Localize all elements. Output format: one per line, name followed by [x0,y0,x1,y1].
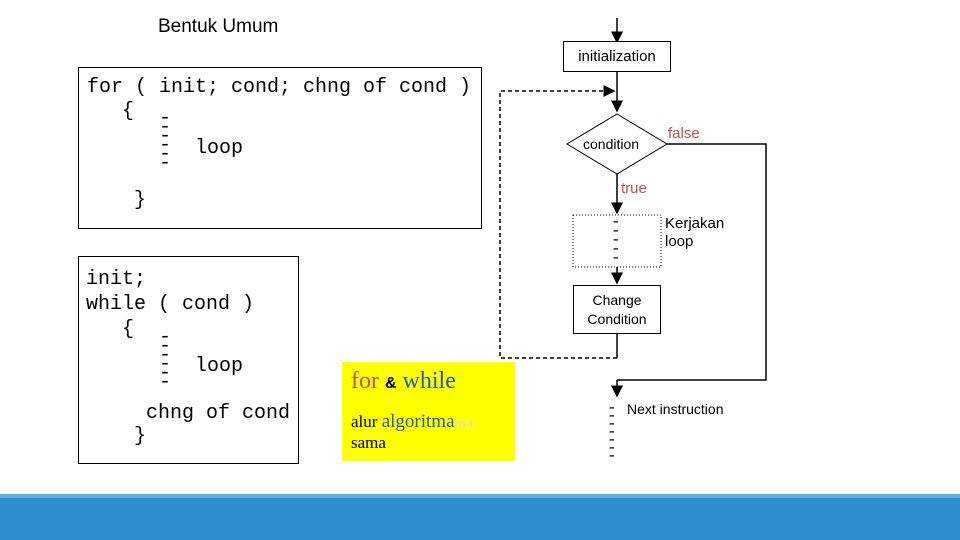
while-loop-label: loop [195,355,244,378]
kerjakan-label: Kerjakan loop [665,215,724,251]
note-for: for [351,368,379,394]
change-condition-box: Change Condition [573,285,661,334]
initialization-box: initialization [563,41,671,72]
note-while: while [402,368,456,394]
false-label: false [668,125,700,142]
note-sama: sama [351,433,386,452]
while-chng: chng of cond [146,402,291,425]
while-init: init; [86,268,147,291]
while-code-box: init; while ( cond ) { - - - - - - loop … [78,256,299,464]
condition-label: condition [583,136,640,152]
while-open-brace: { [122,318,135,341]
next-instruction-label: Next instruction [627,401,724,417]
note-algoritma: algoritma [381,411,455,432]
next-dashes: - - - - - - - [607,399,617,465]
while-close-brace: } [134,425,147,448]
loop-body-dashes: - - - - - [611,213,621,267]
kerjakan-line1: Kerjakan [665,215,725,232]
note-body: alur algoritmanya sama [351,412,511,453]
false-path-line [617,143,767,381]
bottom-bar [0,498,960,540]
change-line2: Condition [587,310,647,327]
change-line1: Change [592,291,642,308]
page-title: Bentuk Umum [158,16,279,37]
loop-back-line [499,90,617,359]
note-nya: nya [454,415,474,430]
highlight-note: for & while alur algoritmanya sama [342,362,515,461]
note-alur: alur [351,412,378,431]
for-header: for ( init; cond; chng of cond ) [87,76,472,99]
for-open-brace: { [122,100,135,123]
bottom-bar-accent [0,494,960,498]
while-header: while ( cond ) [86,293,255,316]
for-loop-label: loop [195,137,244,160]
kerjakan-line2: loop [665,233,694,250]
true-label: true [621,180,647,197]
for-close-brace: } [134,189,147,212]
note-title: for & while [351,368,456,395]
for-code-box: for ( init; cond; chng of cond ) { - - -… [78,67,482,229]
loop-body-box [572,214,662,268]
note-amp: & [384,375,397,392]
